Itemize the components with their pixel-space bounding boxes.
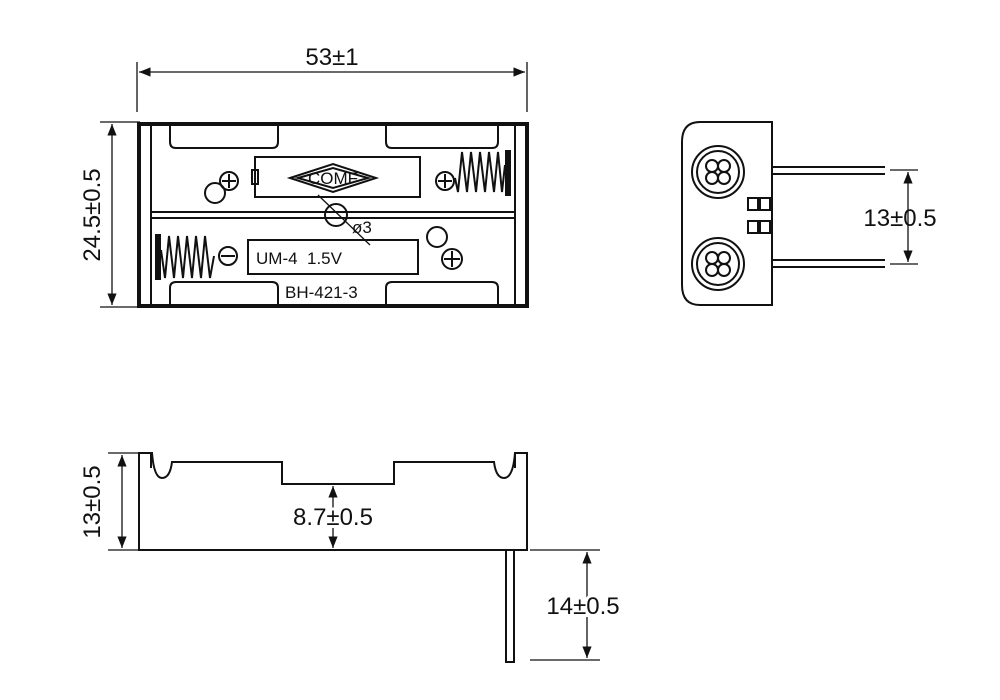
width-dimension: 53±1	[136, 44, 528, 112]
holder-body-top	[137, 122, 529, 308]
spring-upper	[454, 150, 511, 196]
upper-label-plate: COMF	[251, 156, 421, 198]
width-dimension-label: 53±1	[305, 44, 358, 71]
side-view: 13±0.5	[681, 121, 937, 306]
logo-text: COMF	[308, 169, 358, 188]
front-height-dimension: 13±0.5	[79, 452, 138, 551]
cell-label: UM-4 1.5V	[256, 249, 343, 268]
pin-spacing-dimension: 13±0.5	[863, 169, 937, 265]
pin-length-dimension: 14±0.5	[530, 549, 623, 661]
front-pin	[505, 549, 515, 663]
hole-dimension-label: ø3	[352, 218, 372, 237]
front-view: 13±0.5 8.7±0.5 14±0.5	[79, 452, 623, 663]
front-height-label: 13±0.5	[79, 465, 106, 538]
pin-length-label: 14±0.5	[546, 593, 619, 620]
lower-rivet	[691, 237, 745, 291]
inner-height-label: 8.7±0.5	[293, 504, 373, 531]
height-dimension: 24.5±0.5	[79, 121, 140, 308]
top-view: 53±1 24.5±0.5	[79, 44, 529, 308]
upper-rivet	[691, 145, 745, 199]
model-label: BH-421-3	[285, 283, 358, 302]
pin-spacing-label: 13±0.5	[863, 205, 936, 232]
spring-lower	[155, 234, 215, 280]
height-dimension-label: 24.5±0.5	[79, 168, 106, 261]
center-hole: ø3	[317, 194, 372, 246]
polarity-symbols	[204, 171, 463, 270]
inner-height-dimension: 8.7±0.5	[290, 486, 376, 548]
lower-label-plate: UM-4 1.5V BH-421-3	[247, 239, 419, 302]
